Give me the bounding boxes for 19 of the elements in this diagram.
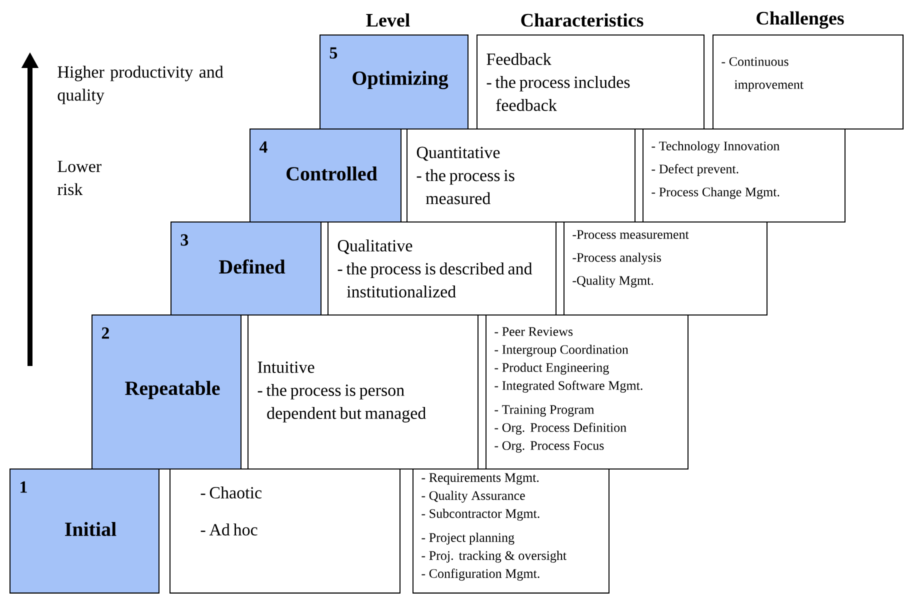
level-box: 5 Optimizing [320, 34, 468, 130]
axis-note: Lower risk [58, 160, 102, 196]
challenges-box: - Technology Innovation - Defect prevent. - Process Change Mgmt. [642, 128, 846, 222]
axis-note: Higher productivity and quality [58, 66, 224, 104]
challenges-box: -Process measurement -Process analysis -Quality Mgmt. [564, 222, 768, 316]
challenges-box: - Requirements Mgmt. - Quality Assurance - Subcontractor Mgmt. - Project planning - Proj. tracking & oversight - Configuration Mgmt. [412, 468, 610, 594]
characteristics-box: Qualitative - the process is described and institutionalized [328, 222, 556, 316]
level-box: 3 Defined [170, 222, 322, 316]
level-box: 1 Initial [10, 468, 160, 594]
characteristics-box: Feedback - the process includes feedback [476, 34, 704, 130]
characteristics-box: - Chaotic - Ad hoc [170, 468, 400, 594]
column-header: Characteristics [521, 13, 644, 27]
characteristics-box: Quantitative - the process is measured [406, 128, 636, 222]
challenges-box: - Continuous improvement [712, 34, 904, 130]
challenges-box: - Peer Reviews - Intergroup Coordination - Product Engineering - Integrated Software Mgmt. - Training Program - Org. Process Definition - Org. Process Focus [486, 314, 688, 470]
level-box: 4 Controlled [250, 128, 402, 222]
characteristics-box: Intuitive - the process is person dependent but managed [248, 314, 478, 470]
column-header: Challenges [756, 11, 844, 29]
level-box: 2 Repeatable [92, 314, 242, 470]
